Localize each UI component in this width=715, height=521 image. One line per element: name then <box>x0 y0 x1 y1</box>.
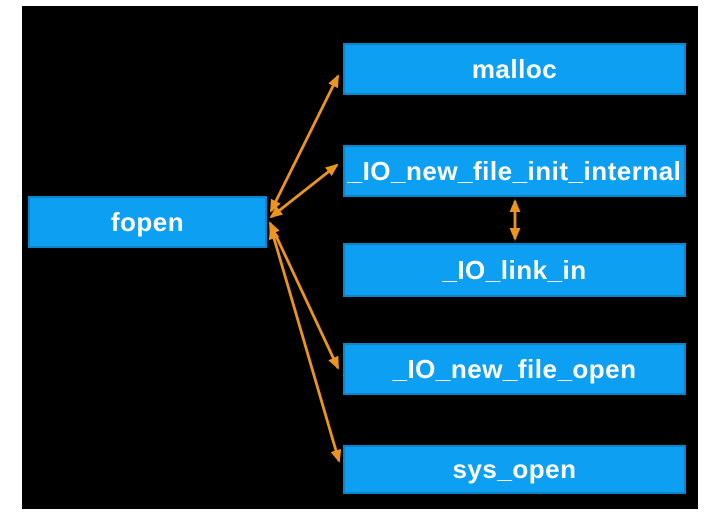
edge-fopen-sys-open <box>268 226 342 463</box>
diagram-canvas: fopen malloc _IO_new_file_init_internal … <box>22 6 698 509</box>
node-fopen: fopen <box>28 196 267 248</box>
node-malloc-label: malloc <box>471 53 558 84</box>
node-io-new-file-init-internal: _IO_new_file_init_internal <box>343 145 686 197</box>
node-io-new-file-open: _IO_new_file_open <box>343 343 686 395</box>
node-malloc: malloc <box>343 43 686 95</box>
edge-fopen-io-new-file-open <box>268 221 340 370</box>
edge-fopen-io-new-file-init-internal <box>269 163 339 219</box>
edge-fopen-malloc <box>269 74 340 213</box>
node-sys-open-label: sys_open <box>452 454 577 484</box>
node-sys-open: sys_open <box>343 445 686 494</box>
node-io-link-in-label: _IO_link_in <box>442 254 587 285</box>
node-io-new-file-open-label: _IO_new_file_open <box>392 353 637 384</box>
node-fopen-label: fopen <box>110 206 185 237</box>
node-io-new-file-init-internal-label: _IO_new_file_init_internal <box>347 155 682 186</box>
node-io-link-in: _IO_link_in <box>343 243 686 297</box>
